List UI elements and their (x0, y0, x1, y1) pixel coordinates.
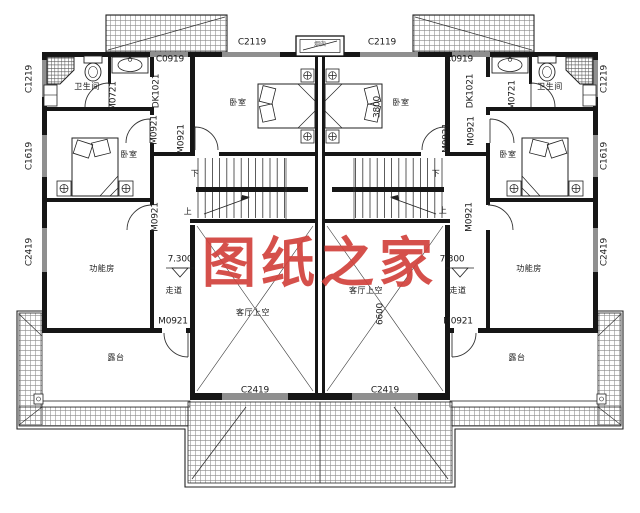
watermark: 图纸之家 (202, 230, 438, 295)
room-bedroom-center-right: 卧室 (392, 98, 410, 107)
room-void-right: 客厅上空 (349, 286, 383, 295)
window-c2119-left: C2119 (237, 37, 267, 48)
opening-dk1021-left: DK1021 (151, 73, 162, 109)
room-bathroom-left: 卫生间 (74, 82, 100, 91)
room-function-right: 功能房 (516, 264, 542, 273)
door-m0921-master-right: M0921 (441, 123, 452, 153)
window-c2419-bottom-left: C2419 (240, 385, 270, 396)
door-m0921-master-left: M0921 (176, 124, 187, 154)
window-c2419-bottom-right: C2419 (370, 385, 400, 396)
window-c2119-right: C2119 (367, 37, 397, 48)
door-m0921-function-left: M0921 (150, 202, 161, 232)
window-c1619-left: C1619 (24, 141, 35, 171)
room-bedroom-outer-left: 卧室 (120, 150, 138, 159)
room-bedroom-outer-right: 卧室 (499, 150, 517, 159)
door-m0721-left: M0721 (108, 81, 119, 111)
door-m0921-hall-left: M0921 (149, 115, 160, 145)
opening-dk1021-right: DK1021 (465, 73, 476, 109)
door-m0921-hall-right: M0921 (466, 116, 477, 146)
level-7300-left: 7.300 (167, 254, 193, 265)
room-bathroom-right: 卫生间 (537, 82, 563, 91)
level-7300-right: 7.300 (439, 254, 465, 265)
room-terrace-right: 露台 (508, 353, 526, 362)
window-c0919-left: C0919 (155, 54, 185, 65)
stair-down-right: 下 (431, 169, 441, 178)
window-c2419-right-side: C2419 (599, 237, 610, 267)
window-c0919-right: C0919 (444, 54, 474, 65)
door-m0921-function-right: M0921 (464, 202, 475, 232)
window-c1219-right: C1219 (599, 64, 610, 94)
stair-down-left: 下 (190, 169, 200, 178)
window-c1219-left: C1219 (24, 64, 35, 94)
door-m0921-terrace-left: M0921 (158, 316, 188, 327)
door-m0721-right: M0721 (507, 80, 518, 110)
window-c2419-left-side: C2419 (24, 237, 35, 267)
room-corridor-right: 走道 (449, 286, 467, 295)
stair-up-left: 上 (183, 207, 193, 216)
dim-3800: 3800 (372, 95, 383, 119)
room-function-left: 功能房 (89, 264, 115, 273)
room-void-left: 客厅上空 (236, 308, 270, 317)
window-c1619-right: C1619 (599, 141, 610, 171)
room-bedroom-center-left: 卧室 (229, 98, 247, 107)
door-m0921-terrace-right: M0921 (443, 316, 473, 327)
room-terrace-left: 露台 (107, 353, 125, 362)
stair-up-right: 上 (438, 206, 448, 215)
room-corridor-left: 走道 (165, 286, 183, 295)
chimney-label: 烟囱 (313, 41, 327, 48)
dim-6600: 6600 (375, 302, 386, 326)
